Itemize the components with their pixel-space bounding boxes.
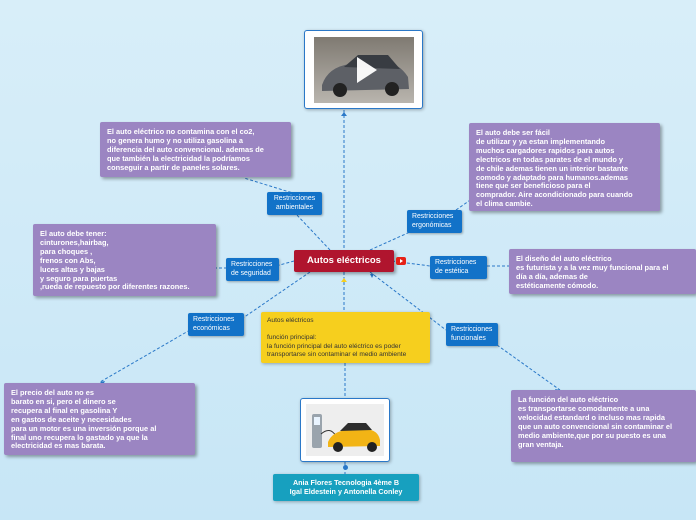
charging-car-illustration <box>306 404 384 456</box>
arrow-head-funcionales-start <box>370 274 374 278</box>
connector-ambientales <box>295 213 331 251</box>
electric-car-charging-image[interactable] <box>300 398 390 462</box>
note-ambientales: El auto eléctrico no contamina con el co… <box>100 122 291 177</box>
main-function-note: Autos eléctricos función principal: la f… <box>261 312 430 363</box>
central-topic[interactable]: Autos eléctricos <box>294 250 394 272</box>
branch-seguridad[interactable]: Restricciones de seguridad <box>226 258 279 281</box>
branch-funcionales[interactable]: Restricciones funcionales <box>446 323 498 346</box>
note-estetica: El diseño del auto eléctrico es futurist… <box>509 249 696 294</box>
connector-economicas-note <box>99 329 191 383</box>
arrow-head-main <box>341 278 347 282</box>
branch-economicas[interactable]: Restricciones económicas <box>188 313 244 336</box>
note-funcionales: La función del auto eléctrico es transpo… <box>511 390 696 462</box>
authors-label: Ania Flores Tecnologia 4ème B Igal Eldes… <box>273 474 419 501</box>
connector-ambientales-note <box>243 177 297 195</box>
connector-economicas <box>242 271 311 319</box>
connector-funcionales <box>369 271 447 331</box>
note-ergonomicas: El auto debe ser fácil de utilizar y ya … <box>469 123 660 211</box>
note-economicas: El precio del auto no es barato en si, p… <box>4 383 195 455</box>
branch-ambientales[interactable]: Restricciones ambientales <box>267 192 322 215</box>
arrow-head-video <box>341 112 347 116</box>
connector-ergonomicas <box>369 231 411 251</box>
play-icon[interactable] <box>348 53 382 87</box>
connector-funcionales-note <box>496 344 561 391</box>
image-connector-dot <box>343 465 348 470</box>
note-seguridad: El auto debe tener: cinturones,hairbag, … <box>33 224 216 296</box>
youtube-icon[interactable] <box>396 257 406 265</box>
branch-estetica[interactable]: Restricciones de estética <box>430 256 487 279</box>
video-thumbnail[interactable] <box>304 30 423 109</box>
connector-seguridad <box>275 260 295 267</box>
branch-ergonomicas[interactable]: Restricciones ergonómicas <box>407 210 462 233</box>
